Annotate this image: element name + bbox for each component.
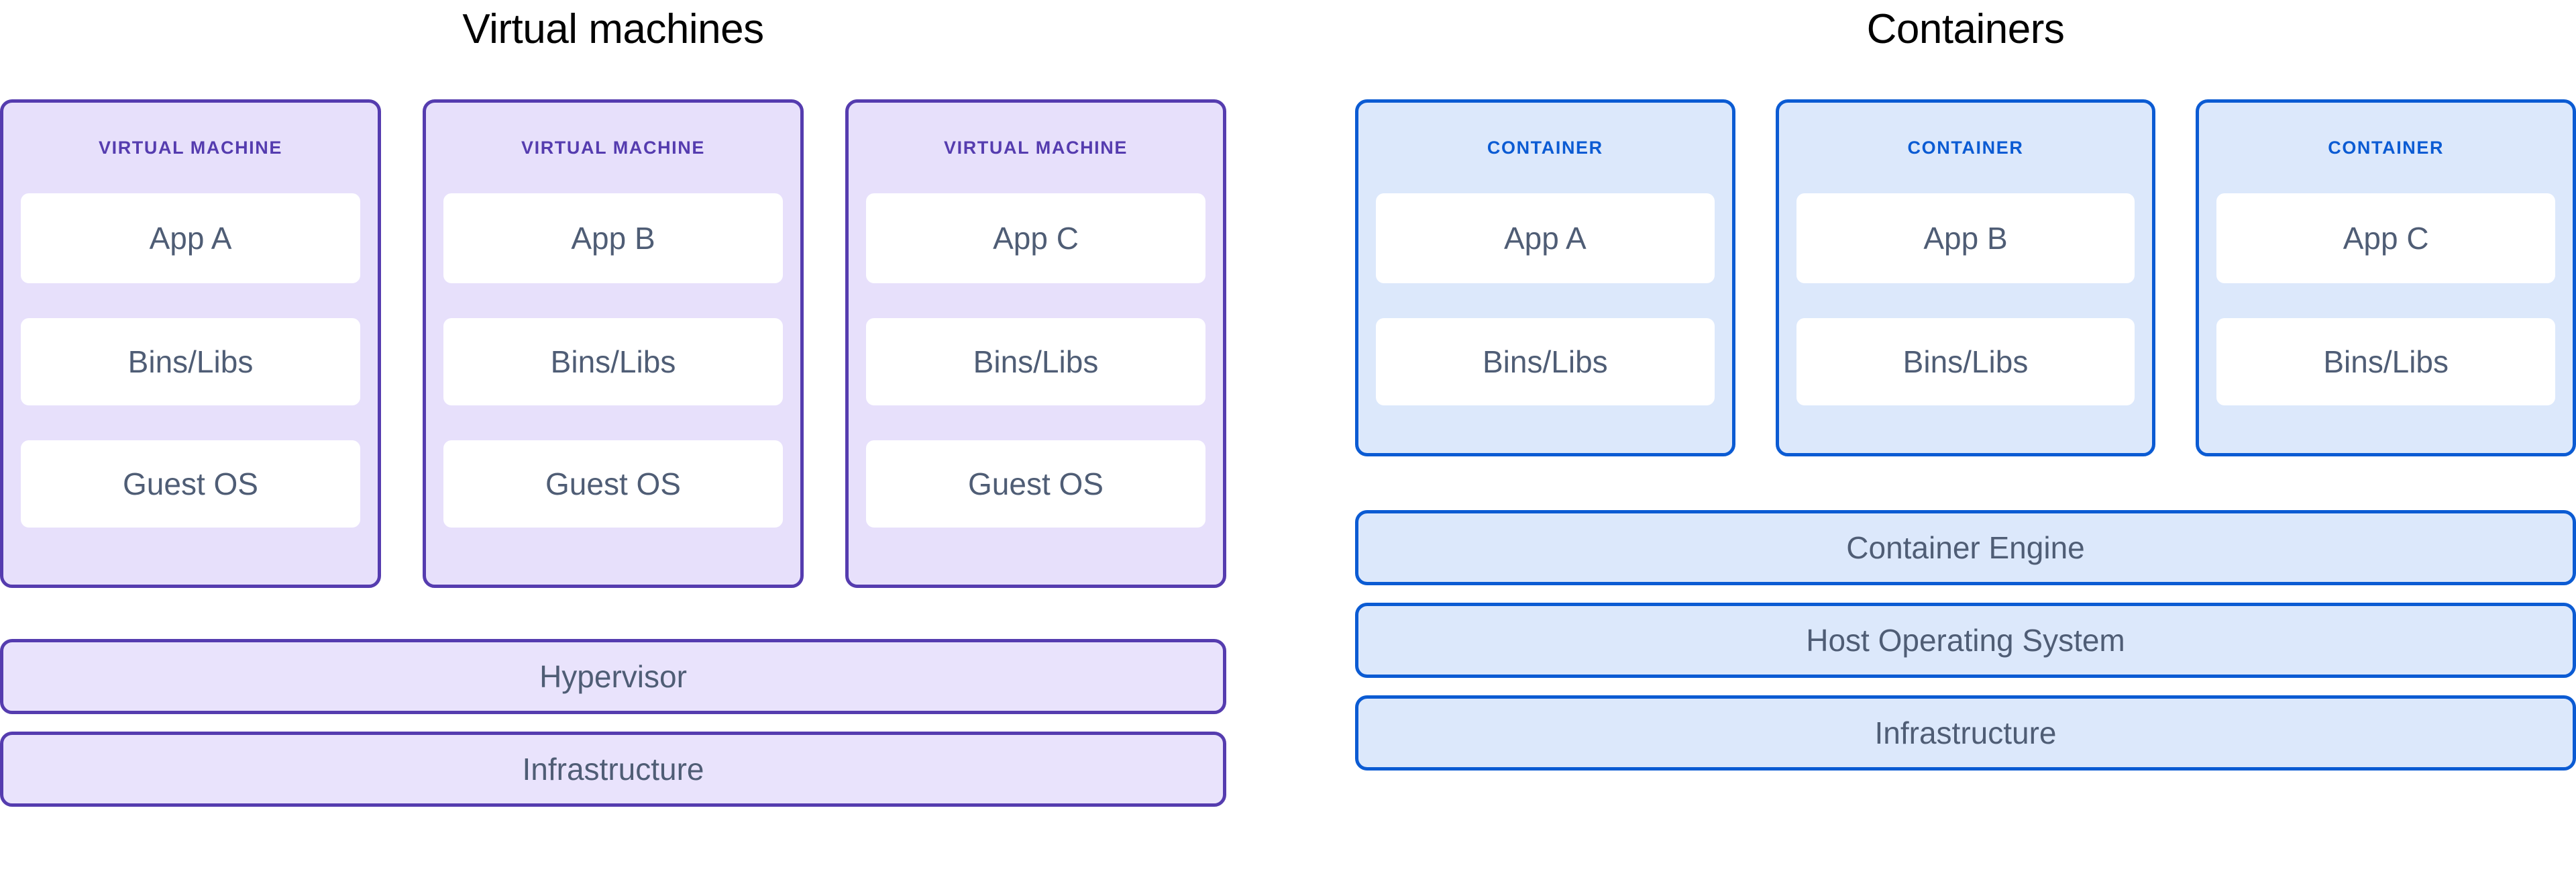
containers-title: Containers	[1866, 6, 2065, 52]
virtual-machine-card-kicker: VIRTUAL MACHINE	[98, 138, 282, 158]
virtual-machine-guest-os-box: Guest OS	[21, 440, 360, 528]
container-bins-libs-box: Bins/Libs	[1376, 318, 1715, 405]
container-card-kicker: CONTAINER	[2328, 138, 2445, 158]
virtual-machine-app-box: App B	[443, 193, 783, 283]
virtual-machines-column: Virtual machines VIRTUAL MACHINE App A B…	[0, 0, 1226, 894]
container-app-box: App C	[2216, 193, 2556, 283]
virtual-machine-card[interactable]: VIRTUAL MACHINE App A Bins/Libs Guest OS	[0, 99, 381, 588]
virtual-machine-card-kicker: VIRTUAL MACHINE	[521, 138, 705, 158]
virtual-machine-card[interactable]: VIRTUAL MACHINE App B Bins/Libs Guest OS	[423, 99, 804, 588]
container-card[interactable]: CONTAINER App A Bins/Libs	[1355, 99, 1735, 456]
virtual-machine-card-kicker: VIRTUAL MACHINE	[943, 138, 1128, 158]
virtual-machine-card-row: VIRTUAL MACHINE App A Bins/Libs Guest OS…	[0, 99, 1226, 588]
container-app-box: App B	[1796, 193, 2135, 283]
container-card[interactable]: CONTAINER App B Bins/Libs	[1775, 99, 2156, 456]
virtual-machine-bins-libs-box: Bins/Libs	[866, 318, 1205, 405]
container-card-kicker: CONTAINER	[1487, 138, 1603, 158]
container-card-kicker: CONTAINER	[1907, 138, 2024, 158]
virtual-machine-bins-libs-box: Bins/Libs	[21, 318, 360, 405]
container-card[interactable]: CONTAINER App C Bins/Libs	[2196, 99, 2576, 456]
container-card-row: CONTAINER App A Bins/Libs CONTAINER App …	[1355, 99, 2576, 456]
container-app-box: App A	[1376, 193, 1715, 283]
container-infrastructure-layer-bar[interactable]: Infrastructure	[1355, 695, 2576, 771]
vm-infrastructure-layer-bar[interactable]: Infrastructure	[0, 732, 1226, 807]
host-operating-system-layer-bar[interactable]: Host Operating System	[1355, 603, 2576, 678]
container-bins-libs-box: Bins/Libs	[2216, 318, 2556, 405]
virtual-machine-app-box: App A	[21, 193, 360, 283]
virtual-machines-title: Virtual machines	[462, 6, 764, 52]
virtual-machine-app-box: App C	[866, 193, 1205, 283]
virtual-machine-guest-os-box: Guest OS	[866, 440, 1205, 528]
virtual-machine-bins-libs-box: Bins/Libs	[443, 318, 783, 405]
container-bins-libs-box: Bins/Libs	[1796, 318, 2135, 405]
virtual-machine-card[interactable]: VIRTUAL MACHINE App C Bins/Libs Guest OS	[845, 99, 1226, 588]
containers-column: Containers CONTAINER App A Bins/Libs CON…	[1355, 0, 2576, 894]
container-engine-layer-bar[interactable]: Container Engine	[1355, 510, 2576, 585]
virtual-machine-guest-os-box: Guest OS	[443, 440, 783, 528]
hypervisor-layer-bar[interactable]: Hypervisor	[0, 639, 1226, 714]
